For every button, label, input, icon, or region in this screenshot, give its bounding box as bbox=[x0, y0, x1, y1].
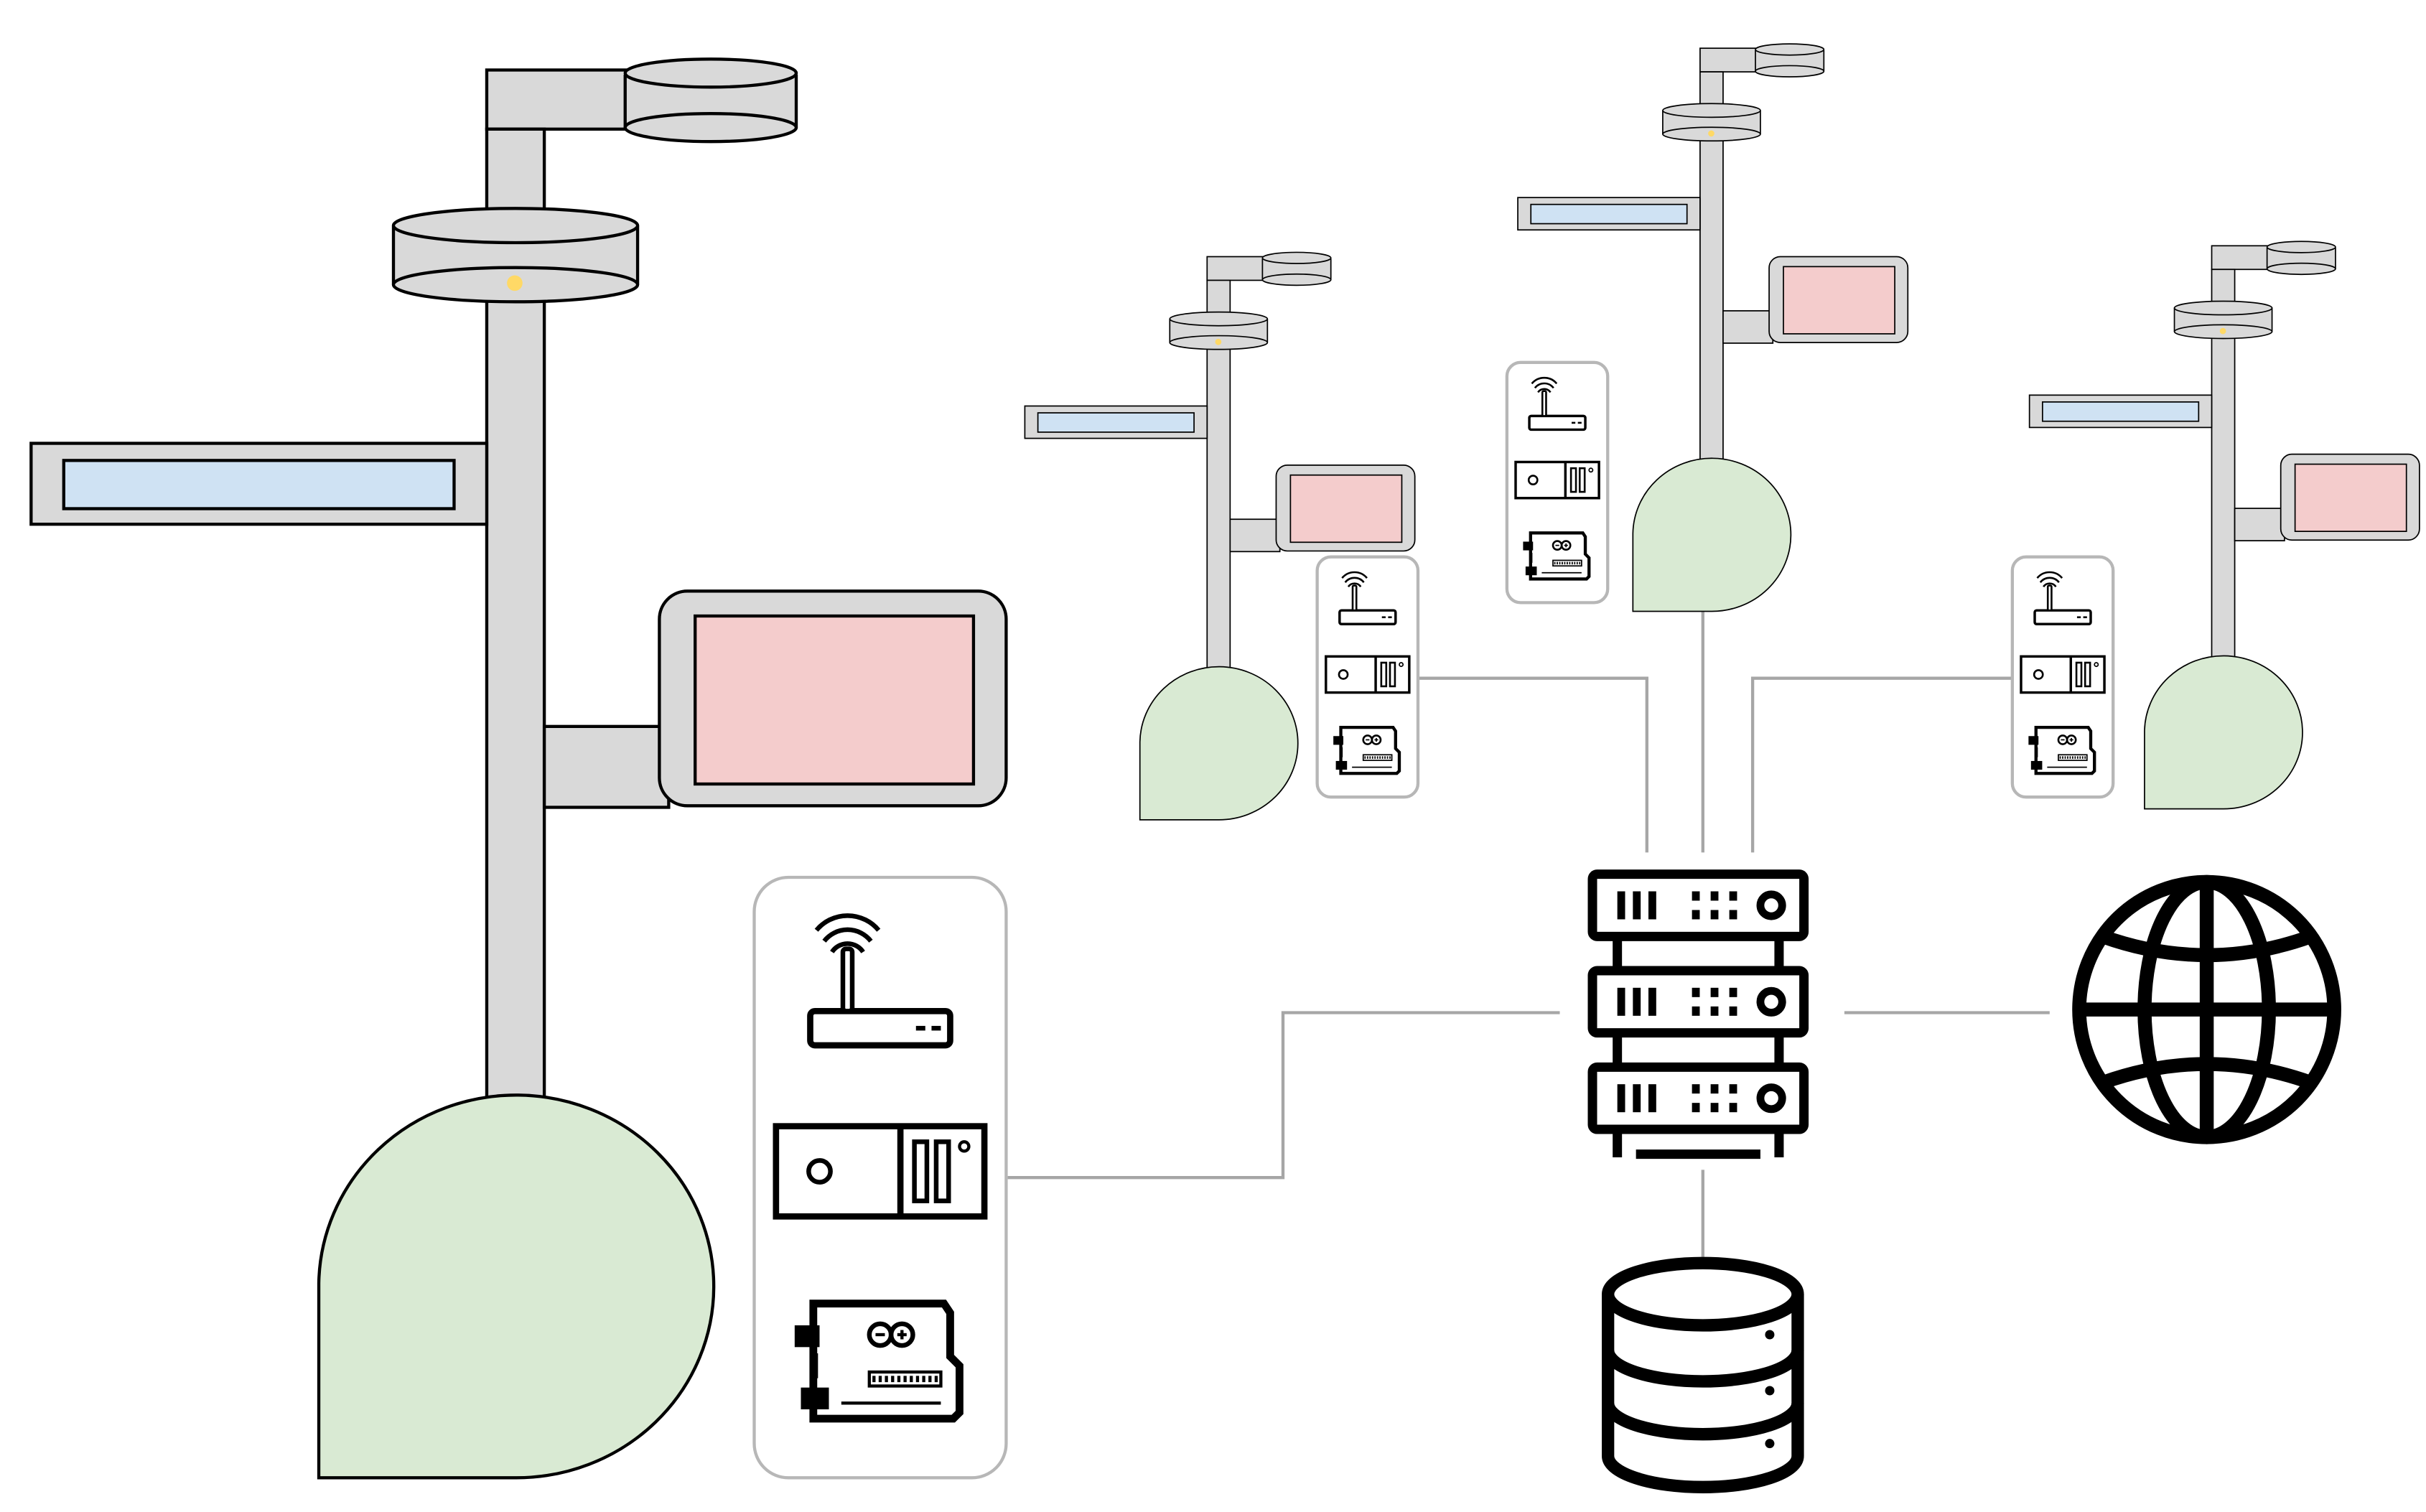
device-box-large bbox=[752, 875, 1008, 1480]
device-box-right bbox=[2010, 555, 2115, 799]
device-box-left bbox=[1315, 555, 1420, 799]
connection-lines bbox=[1007, 591, 2050, 1257]
arduino-board-icon bbox=[2028, 727, 2094, 773]
arduino-board-icon bbox=[1333, 727, 1399, 773]
device-box-center bbox=[1505, 360, 1610, 605]
controller-unit-icon bbox=[1514, 460, 1600, 500]
controller-unit-icon bbox=[776, 1126, 984, 1217]
server-rack-icon bbox=[1587, 869, 1809, 1159]
controller-unit-icon bbox=[2020, 655, 2106, 694]
arduino-board-icon bbox=[1523, 533, 1589, 579]
link-left-box-to-server bbox=[1418, 676, 1648, 853]
link-large-box-to-server bbox=[1007, 1011, 1560, 1180]
controller-unit-icon bbox=[1325, 655, 1411, 694]
arduino-board-icon bbox=[795, 1304, 960, 1419]
link-right-box-to-server bbox=[1750, 676, 2012, 853]
database-icon bbox=[1602, 1256, 1804, 1493]
globe-icon bbox=[2072, 874, 2341, 1144]
